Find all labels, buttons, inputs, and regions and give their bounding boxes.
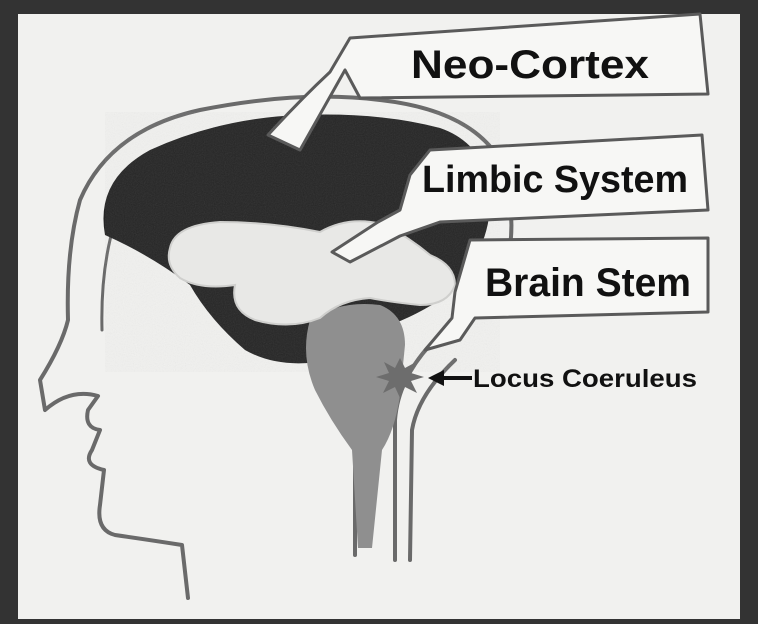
limbic-system-label: Limbic System	[422, 159, 688, 201]
locus-coeruleus-label: Locus Coeruleus	[473, 365, 697, 393]
brain-stem-label: Brain Stem	[485, 261, 691, 305]
neo-cortex-label: Neo-Cortex	[411, 43, 649, 87]
